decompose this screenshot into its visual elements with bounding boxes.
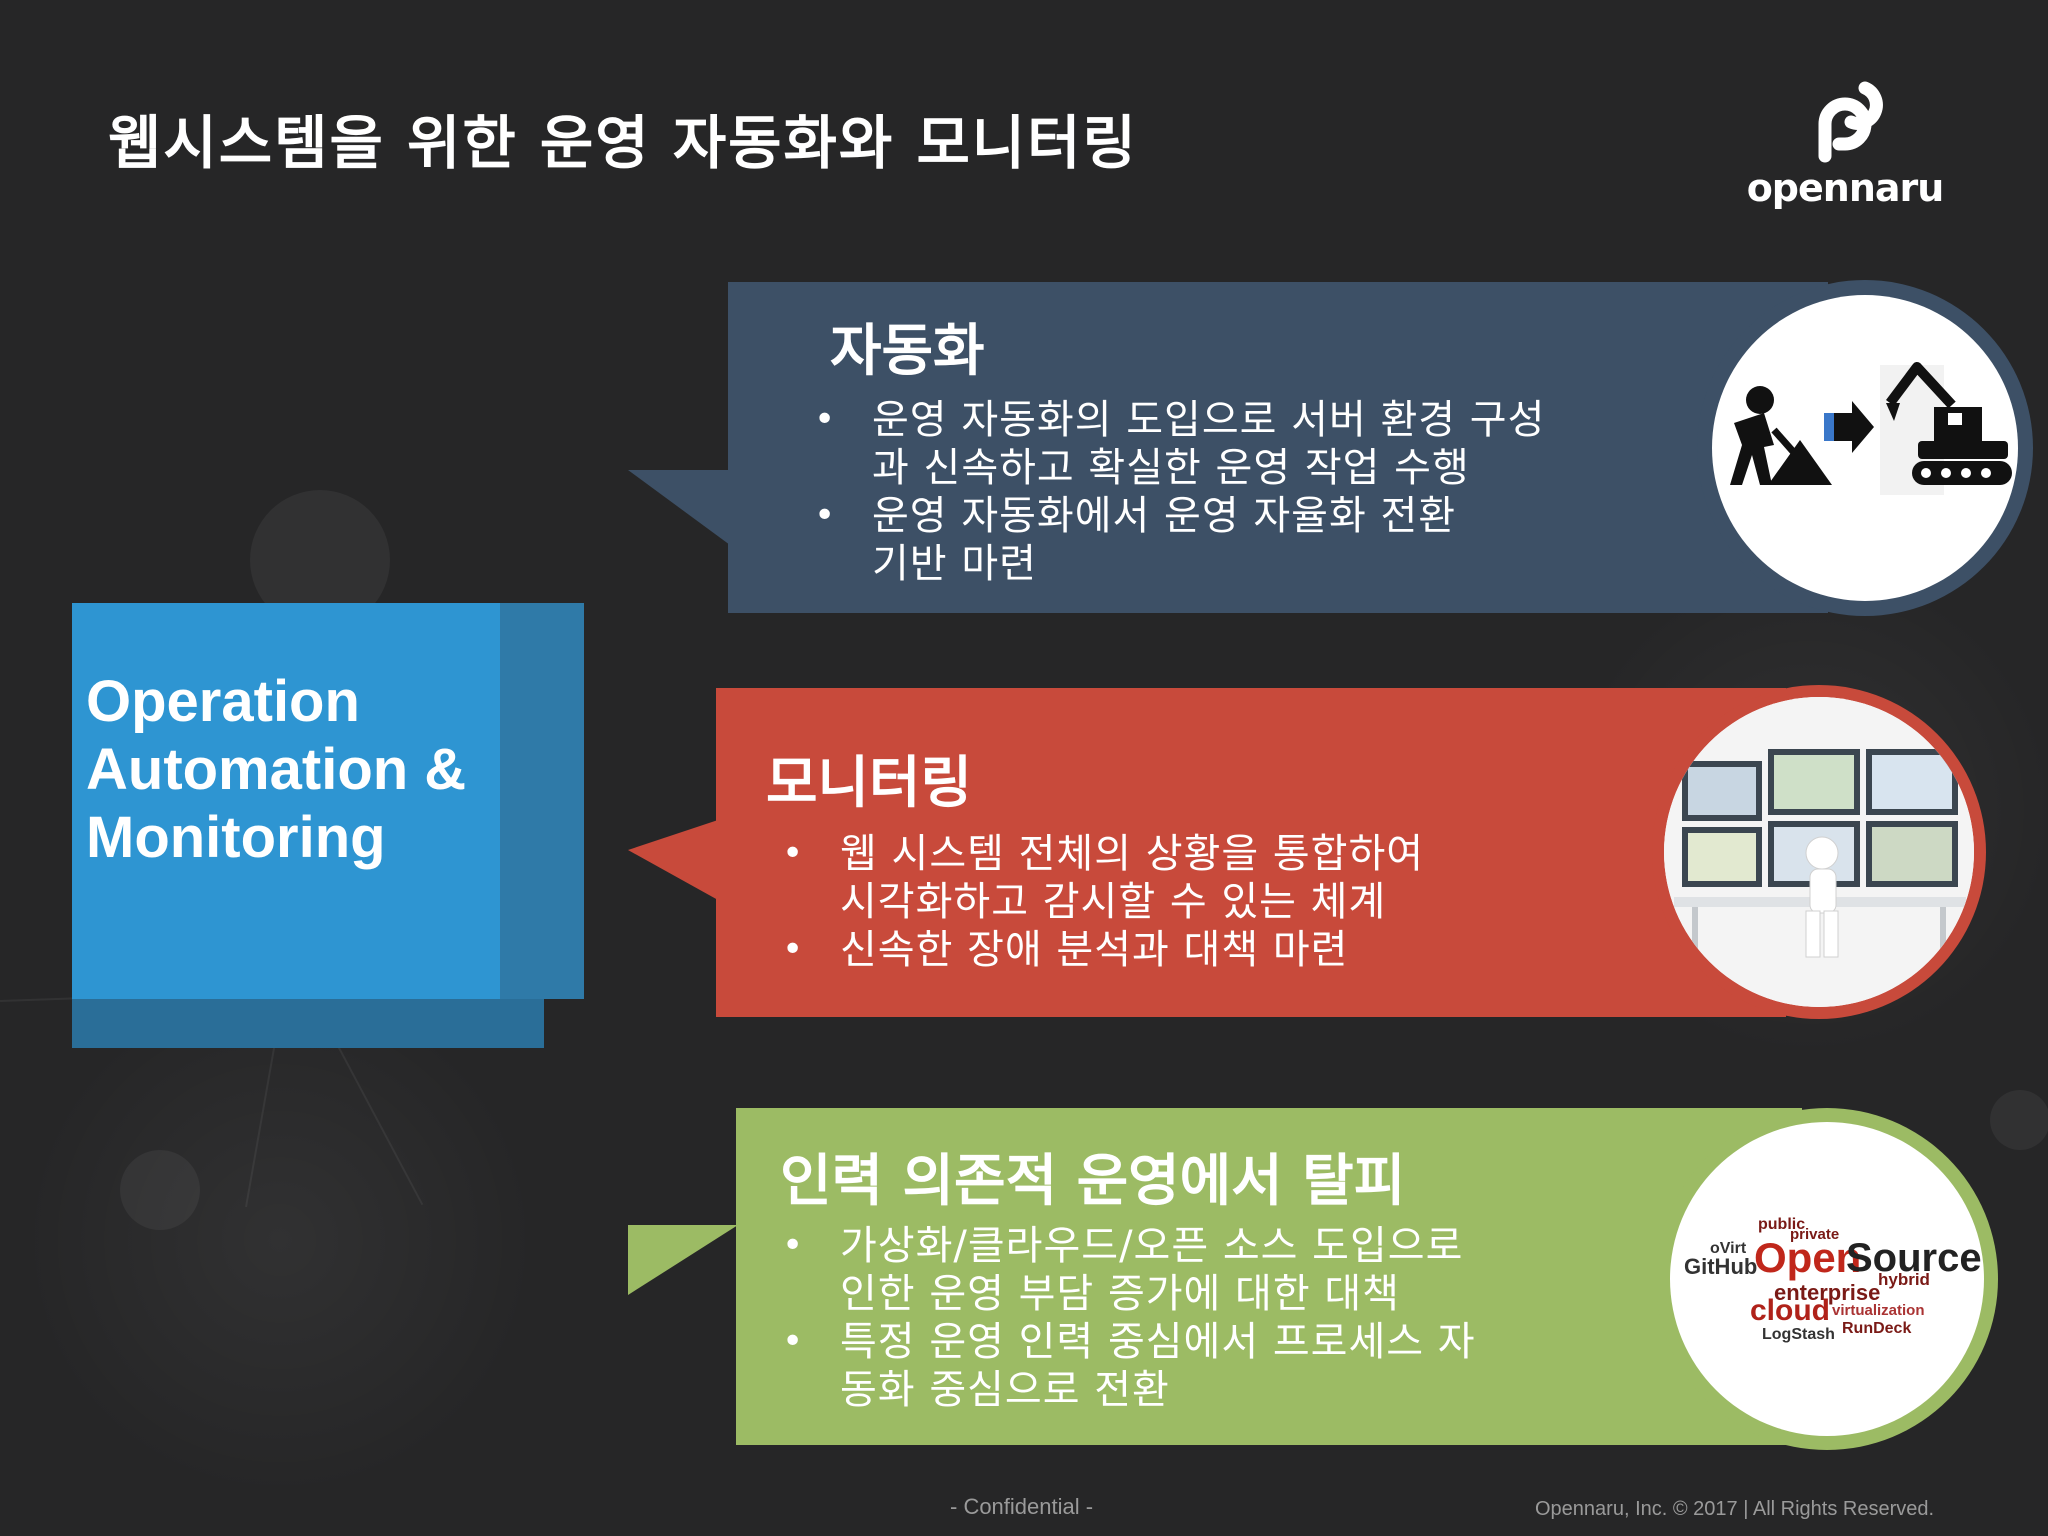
section-heading: 자동화 (830, 319, 985, 384)
worker-to-excavator-icon (1730, 362, 2012, 495)
topic-line: Monitoring (86, 805, 386, 870)
word-cloud-item: oVirt (1710, 1240, 1747, 1257)
bullet-dot: • (814, 399, 837, 440)
topic-box (72, 603, 500, 999)
company-logo: opennaru (1740, 72, 1950, 212)
topic-line: Operation (86, 669, 360, 734)
opensource-word-cloud-icon: public private oVirt GitHub Open Source … (1670, 1122, 1984, 1436)
word-cloud-item: hybrid (1878, 1270, 1930, 1289)
word-cloud-item: LogStash (1762, 1326, 1835, 1343)
bullet-dot: • (782, 929, 805, 970)
section-background (728, 282, 1828, 613)
word-cloud-item: virtualization (1832, 1302, 1925, 1319)
word-cloud-item: Source (1846, 1236, 1982, 1280)
monitoring-screens-icon (1664, 697, 1974, 1007)
logo-text: opennaru (1746, 166, 1945, 210)
word-cloud-item: private (1790, 1226, 1840, 1243)
automation-image (1712, 295, 2018, 601)
background-glow (1990, 1090, 2048, 1150)
footer-copyright: Opennaru, Inc. © 2017 | All Rights Reser… (1535, 1498, 1935, 1520)
footer-confidential: - Confidential - (950, 1494, 1094, 1519)
monitoring-image (1664, 697, 1974, 1007)
bullet-dot: • (782, 833, 805, 874)
slide-title: 웹시스템을 위한 운영 자동화와 모니터링 (108, 109, 1138, 177)
bullet-dot: • (782, 1321, 805, 1362)
bullet-item: •신속한 장애 분석과 대책 마련 (782, 927, 1349, 973)
section-pointer (628, 470, 730, 545)
word-cloud-item: RunDeck (1842, 1320, 1912, 1337)
bullet-dot: • (814, 495, 837, 536)
background-glow (120, 1150, 200, 1230)
bullet-dot: • (782, 1225, 805, 1266)
word-cloud-item: public (1758, 1216, 1806, 1233)
word-cloud-item: cloud (1750, 1294, 1830, 1327)
opensource-image: public private oVirt GitHub Open Source … (1670, 1122, 1984, 1436)
section-pointer (628, 820, 718, 900)
section-pointer (628, 1225, 738, 1295)
section-background (736, 1108, 1802, 1445)
section-background (716, 688, 1786, 1017)
background-glow (20, 980, 540, 1500)
word-cloud-item: GitHub (1684, 1254, 1758, 1279)
section-heading: 인력 의존적 운영에서 탈피 (780, 1149, 1406, 1214)
section-heading: 모니터링 (766, 751, 973, 816)
opennaru-logo-icon (1818, 81, 1883, 163)
word-cloud-item: Open (1754, 1234, 1862, 1281)
topic-box-text: Operation Automation & Monitoring (86, 668, 526, 872)
topic-line: Automation & (86, 737, 467, 802)
word-cloud-item: enterprise (1774, 1280, 1881, 1305)
left-box-strip (500, 603, 584, 999)
